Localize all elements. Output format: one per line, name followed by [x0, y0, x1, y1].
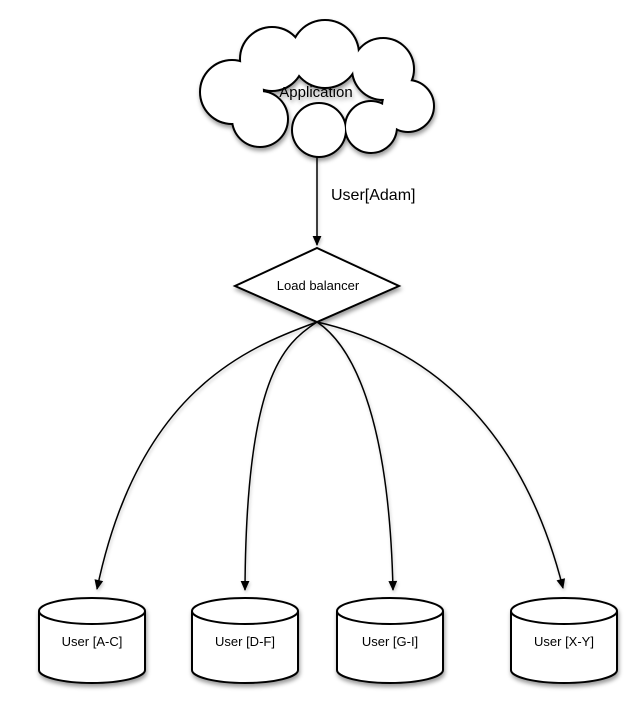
db-cylinder-user-a-c: User [A-C]	[38, 597, 146, 684]
cylinder-top	[191, 597, 299, 625]
db-cylinder-user-x-y: User [X-Y]	[510, 597, 618, 684]
cylinder-body	[38, 611, 146, 684]
db-cylinder-user-d-f: User [D-F]	[191, 597, 299, 684]
cylinder-top	[336, 597, 444, 625]
db-label-a-c: User [A-C]	[62, 634, 123, 649]
cylinder-top	[38, 597, 146, 625]
application-label: Application	[279, 84, 352, 101]
db-label-g-i: User [G-I]	[362, 634, 418, 649]
load-balancer-label: Load balancer	[277, 278, 360, 293]
db-cylinder-user-g-i: User [G-I]	[336, 597, 444, 684]
arrow-lb-to-db-a-c	[94, 321, 318, 590]
cylinder-body	[191, 611, 299, 684]
arrow-lb-to-db-g-i	[316, 321, 398, 591]
db-label-d-f: User [D-F]	[215, 634, 275, 649]
load-balancer-diamond: Load balancer	[232, 246, 402, 324]
cloud-fill	[201, 21, 433, 156]
cylinder-top	[510, 597, 618, 625]
edge-user-adam-label: User[Adam]	[331, 187, 415, 204]
cylinder-body	[510, 611, 618, 684]
application-cloud: Application	[199, 19, 435, 158]
fan-arrows	[94, 321, 566, 591]
diamond-shape	[232, 246, 402, 324]
arrow-lb-to-db-d-f	[240, 321, 318, 591]
db-label-x-y: User [X-Y]	[534, 634, 594, 649]
arrow-lb-to-db-x-y	[316, 321, 566, 589]
cylinder-body	[336, 611, 444, 684]
